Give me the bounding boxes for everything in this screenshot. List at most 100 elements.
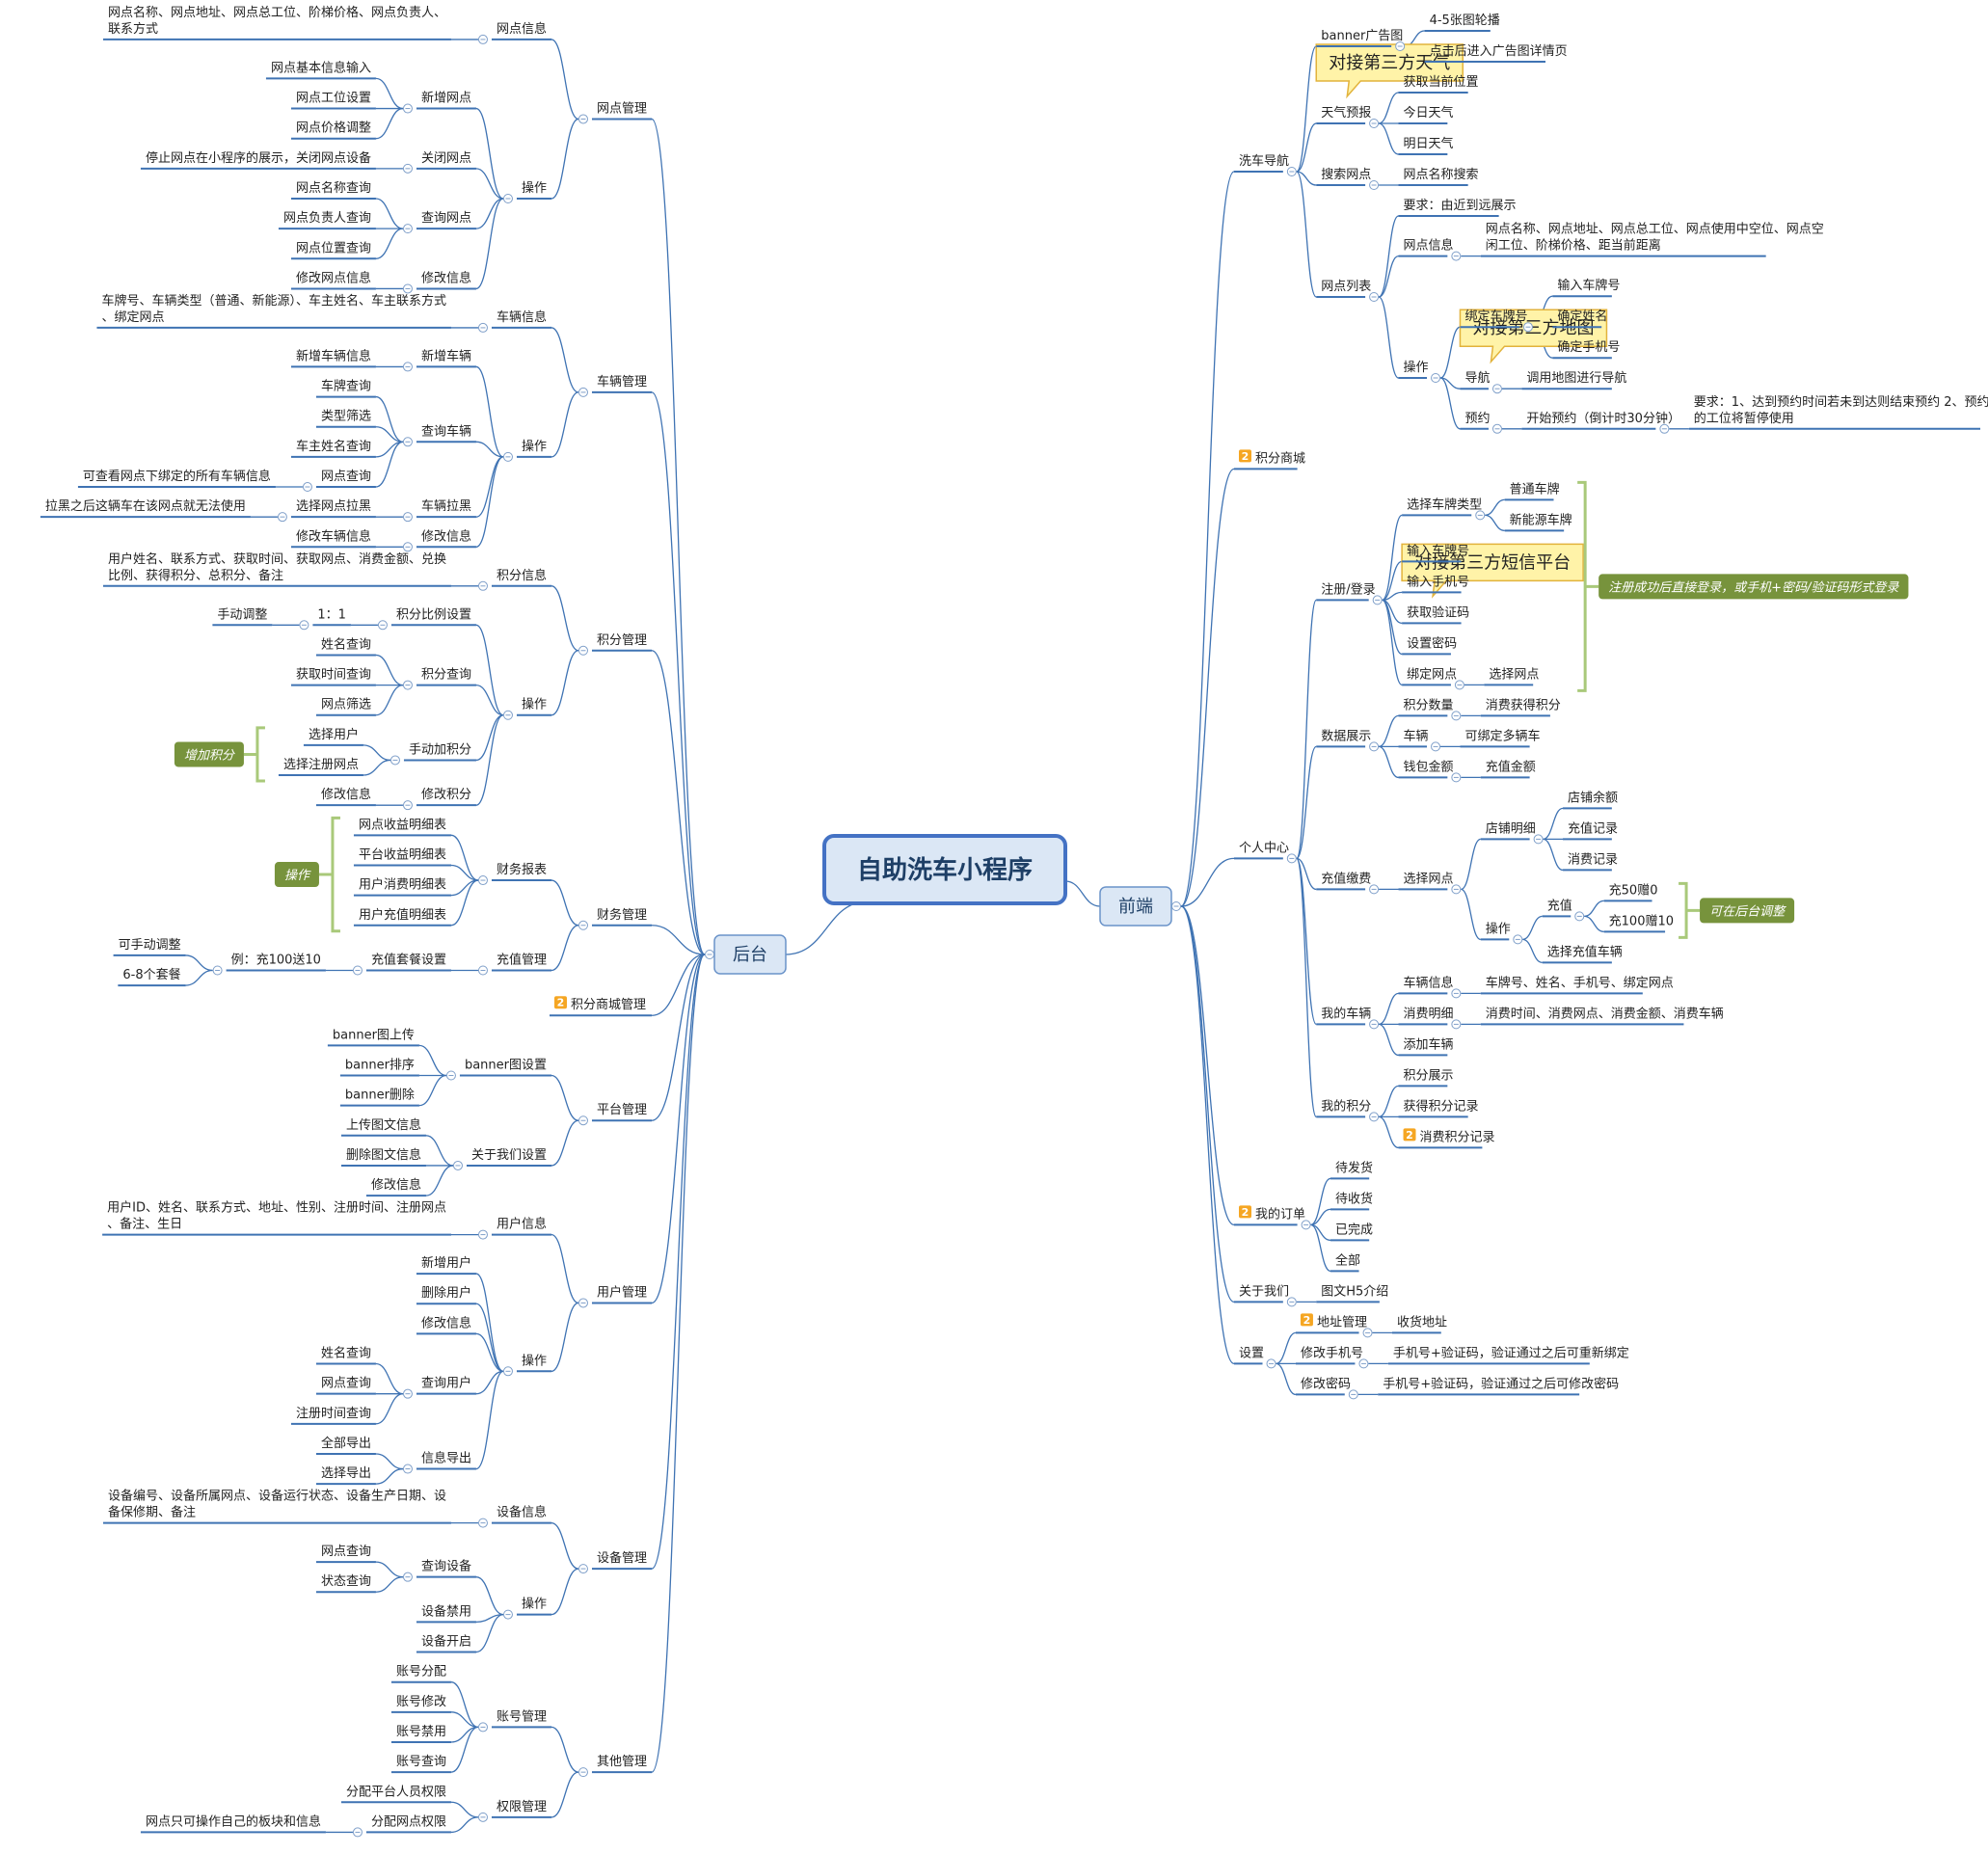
- topic-node[interactable]: 删除图文信息: [340, 1147, 426, 1167]
- topic-node[interactable]: 车牌号、姓名、手机号、绑定网点: [1480, 975, 1674, 995]
- collapse-toggle-icon[interactable]: [578, 920, 588, 930]
- topic-node[interactable]: 消费获得积分: [1480, 697, 1561, 717]
- topic-node[interactable]: 设备信息: [491, 1505, 551, 1524]
- topic-node[interactable]: banner图上传: [327, 1028, 419, 1047]
- topic-node[interactable]: 输入手机号: [1402, 574, 1469, 594]
- topic-node[interactable]: 用户ID、姓名、联系方式、地址、性别、注册时间、注册网点、备注、生日: [102, 1200, 451, 1236]
- topic-node[interactable]: 新增车辆: [416, 348, 476, 368]
- collapse-toggle-icon[interactable]: [1513, 934, 1523, 945]
- topic-node[interactable]: 新增用户: [416, 1255, 476, 1276]
- topic-node[interactable]: 账号管理: [491, 1709, 551, 1729]
- root-topic[interactable]: 自助洗车小程序: [822, 834, 1067, 905]
- collapse-toggle-icon[interactable]: [277, 512, 287, 523]
- collapse-toggle-icon[interactable]: [402, 680, 413, 690]
- collapse-toggle-icon[interactable]: [302, 482, 312, 493]
- topic-node[interactable]: 关闭网点: [416, 151, 476, 170]
- topic-node[interactable]: banner广告图: [1316, 29, 1403, 47]
- topic-node[interactable]: 获取时间查询: [290, 668, 376, 686]
- topic-node[interactable]: 用户充值明细表: [353, 907, 451, 927]
- topic-node[interactable]: 设备禁用: [416, 1603, 476, 1624]
- collapse-toggle-icon[interactable]: [1574, 911, 1585, 922]
- collapse-toggle-icon[interactable]: [477, 580, 488, 591]
- topic-node[interactable]: 网点查询: [315, 1545, 376, 1564]
- topic-node[interactable]: 账号查询: [390, 1755, 451, 1774]
- collapse-toggle-icon[interactable]: [477, 1812, 488, 1822]
- collapse-toggle-icon[interactable]: [1266, 1358, 1276, 1369]
- topic-node[interactable]: 删除用户: [416, 1285, 476, 1305]
- topic-node[interactable]: 选择网点: [1398, 872, 1454, 891]
- topic-node[interactable]: 今日天气: [1398, 105, 1454, 124]
- collapse-toggle-icon[interactable]: [578, 1115, 588, 1126]
- collapse-toggle-icon[interactable]: [502, 1609, 513, 1620]
- topic-node[interactable]: 用户信息: [491, 1217, 551, 1236]
- collapse-toggle-icon[interactable]: [1451, 988, 1462, 999]
- collapse-toggle-icon[interactable]: [1369, 1112, 1380, 1122]
- topic-node[interactable]: 图文H5介绍: [1316, 1284, 1388, 1303]
- topic-node[interactable]: 店铺余额: [1563, 790, 1618, 810]
- topic-node[interactable]: 充值管理: [491, 952, 551, 972]
- topic-node[interactable]: 修改信息: [416, 528, 476, 549]
- topic-node[interactable]: 修改车辆信息: [290, 528, 376, 549]
- collapse-toggle-icon[interactable]: [1491, 384, 1502, 394]
- collapse-toggle-icon[interactable]: [377, 620, 388, 631]
- topic-node[interactable]: 点击后进入广告图详情页: [1424, 44, 1568, 63]
- topic-node[interactable]: 修改信息: [365, 1177, 426, 1197]
- collapse-toggle-icon[interactable]: [477, 875, 488, 886]
- root-topic-box[interactable]: [822, 834, 1067, 905]
- topic-node[interactable]: 网点筛选: [315, 698, 376, 716]
- topic-node[interactable]: 输入车牌号: [1552, 278, 1620, 298]
- topic-node[interactable]: 选择网点: [1484, 667, 1539, 686]
- collapse-toggle-icon[interactable]: [477, 322, 488, 333]
- topic-node[interactable]: 车辆管理: [591, 374, 652, 393]
- collapse-toggle-icon[interactable]: [477, 965, 488, 976]
- topic-node[interactable]: 充50赠0: [1603, 882, 1658, 902]
- collapse-toggle-icon[interactable]: [390, 755, 400, 766]
- topic-node[interactable]: 例：充100送10: [226, 952, 326, 972]
- collapse-toggle-icon[interactable]: [1358, 1358, 1369, 1369]
- collapse-toggle-icon[interactable]: [502, 194, 513, 203]
- collapse-toggle-icon[interactable]: [299, 620, 309, 631]
- collapse-toggle-icon[interactable]: [1286, 167, 1297, 176]
- topic-node[interactable]: 姓名查询: [315, 1346, 376, 1365]
- topic-node[interactable]: 网点收益明细表: [353, 818, 451, 837]
- collapse-toggle-icon[interactable]: [1369, 741, 1380, 752]
- collapse-toggle-icon[interactable]: [1533, 834, 1544, 845]
- topic-node[interactable]: 查询网点: [416, 211, 476, 230]
- collapse-toggle-icon[interactable]: [1286, 853, 1297, 864]
- topic-node[interactable]: 车辆: [1398, 728, 1429, 748]
- topic-node[interactable]: 导航: [1460, 370, 1490, 390]
- topic-node[interactable]: 状态查询: [315, 1574, 376, 1594]
- collapse-toggle-icon[interactable]: [1301, 1220, 1311, 1230]
- collapse-toggle-icon[interactable]: [1451, 1019, 1462, 1030]
- topic-node[interactable]: 获取当前位置: [1398, 74, 1479, 94]
- topic-node[interactable]: 操作: [1398, 360, 1429, 379]
- collapse-toggle-icon[interactable]: [1475, 510, 1486, 521]
- topic-node[interactable]: 积分比例设置: [390, 607, 476, 627]
- collapse-toggle-icon[interactable]: [1362, 1328, 1373, 1338]
- topic-node[interactable]: 查询设备: [416, 1559, 476, 1578]
- topic-node[interactable]: 车牌号、车辆类型（普通、新能源）、车主姓名、车主联系方式、绑定网点: [96, 293, 451, 329]
- topic-node[interactable]: 网点查询: [315, 470, 376, 489]
- topic-node[interactable]: 全部: [1330, 1252, 1360, 1273]
- topic-node[interactable]: 消费时间、消费网点、消费金额、消费车辆: [1480, 1006, 1724, 1026]
- topic-node[interactable]: 网点基本信息输入: [265, 60, 376, 80]
- topic-node[interactable]: 车辆信息: [491, 309, 551, 329]
- collapse-toggle-icon[interactable]: [1369, 884, 1380, 895]
- topic-node[interactable]: 钱包金额: [1398, 759, 1454, 779]
- topic-node[interactable]: 关于我们: [1234, 1284, 1289, 1303]
- topic-node[interactable]: 网点位置查询: [290, 241, 376, 260]
- topic-node[interactable]: 充值套餐设置: [365, 952, 451, 972]
- topic-node[interactable]: 积分查询: [416, 668, 476, 686]
- topic-node[interactable]: 修改信息: [315, 787, 376, 807]
- collapse-toggle-icon[interactable]: [1369, 292, 1380, 302]
- topic-node[interactable]: 1：1: [312, 607, 351, 627]
- collapse-toggle-icon[interactable]: [402, 103, 413, 114]
- topic-node[interactable]: 店铺明细: [1480, 821, 1536, 841]
- topic-node[interactable]: 修改手机号: [1295, 1346, 1363, 1365]
- collapse-toggle-icon[interactable]: [452, 1160, 463, 1170]
- topic-node[interactable]: 修改网点信息: [290, 270, 376, 290]
- topic-node[interactable]: 操作: [516, 697, 551, 716]
- topic-node[interactable]: 数据展示: [1316, 729, 1371, 748]
